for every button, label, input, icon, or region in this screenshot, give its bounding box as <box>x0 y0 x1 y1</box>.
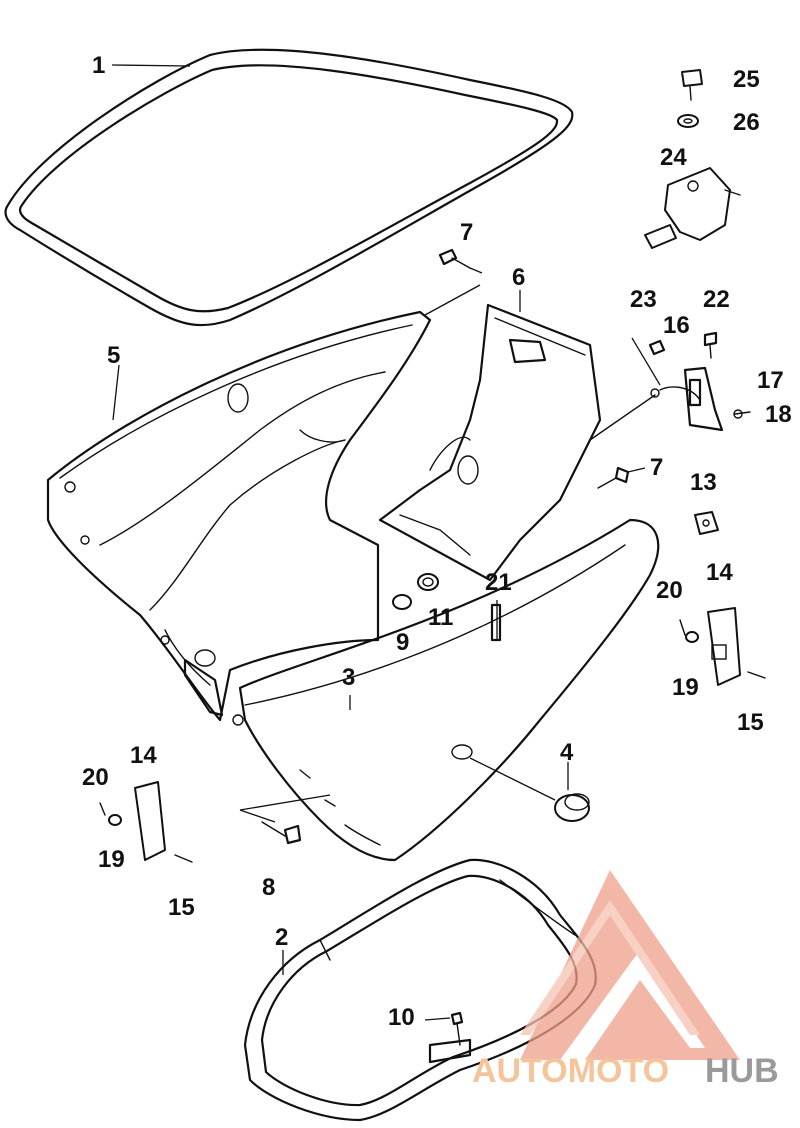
callout-19-left: 19 <box>98 846 125 873</box>
callout-15-right: 15 <box>737 709 764 736</box>
callout-19-right: 19 <box>672 674 699 701</box>
callout-20-right: 20 <box>656 577 683 604</box>
watermark-word-2: HUB <box>705 1052 779 1090</box>
callout-14-left: 14 <box>130 742 157 769</box>
callout-14-right: 14 <box>706 559 733 586</box>
callout-7-right: 7 <box>650 454 663 481</box>
callout-1: 1 <box>92 52 105 79</box>
callout-18: 18 <box>765 401 792 428</box>
callout-24: 24 <box>660 144 687 171</box>
part-4-plug-cap <box>469 757 590 822</box>
callout-21: 21 <box>485 569 512 596</box>
hardware-parts <box>99 69 766 1046</box>
callout-9: 9 <box>396 629 409 656</box>
watermark-word-1: AUTOMOTO <box>472 1052 669 1090</box>
callout-25: 25 <box>733 66 760 93</box>
callout-7-upper: 7 <box>460 219 473 246</box>
part-6-inner-bracket <box>378 303 602 582</box>
callout-3: 3 <box>342 664 355 691</box>
callout-10: 10 <box>388 1004 415 1031</box>
callout-2: 2 <box>275 924 288 951</box>
part-1-top-seal <box>4 48 574 327</box>
callout-leaders <box>111 64 569 1021</box>
callout-8: 8 <box>262 874 275 901</box>
callout-22: 22 <box>703 286 730 313</box>
callout-13: 13 <box>690 469 717 496</box>
automotohub-watermark-text: AUTOMOTO HUB <box>472 1052 779 1090</box>
callout-17: 17 <box>757 367 784 394</box>
automotohub-watermark-logo <box>520 870 740 1060</box>
callout-11: 11 <box>428 604 453 631</box>
callout-20-left: 20 <box>82 764 109 791</box>
part-3-lower-cowl <box>232 518 660 862</box>
callout-6: 6 <box>512 264 525 291</box>
callout-4: 4 <box>560 739 574 766</box>
part-5-cowl-half <box>46 310 432 722</box>
callout-labels: 1 5 7 6 25 26 24 23 22 16 17 18 7 13 14 … <box>82 52 792 1031</box>
callout-5: 5 <box>107 342 120 369</box>
callout-23: 23 <box>630 286 657 313</box>
callout-15-left: 15 <box>168 894 195 921</box>
callout-26: 26 <box>733 109 760 136</box>
callout-16: 16 <box>663 312 690 339</box>
